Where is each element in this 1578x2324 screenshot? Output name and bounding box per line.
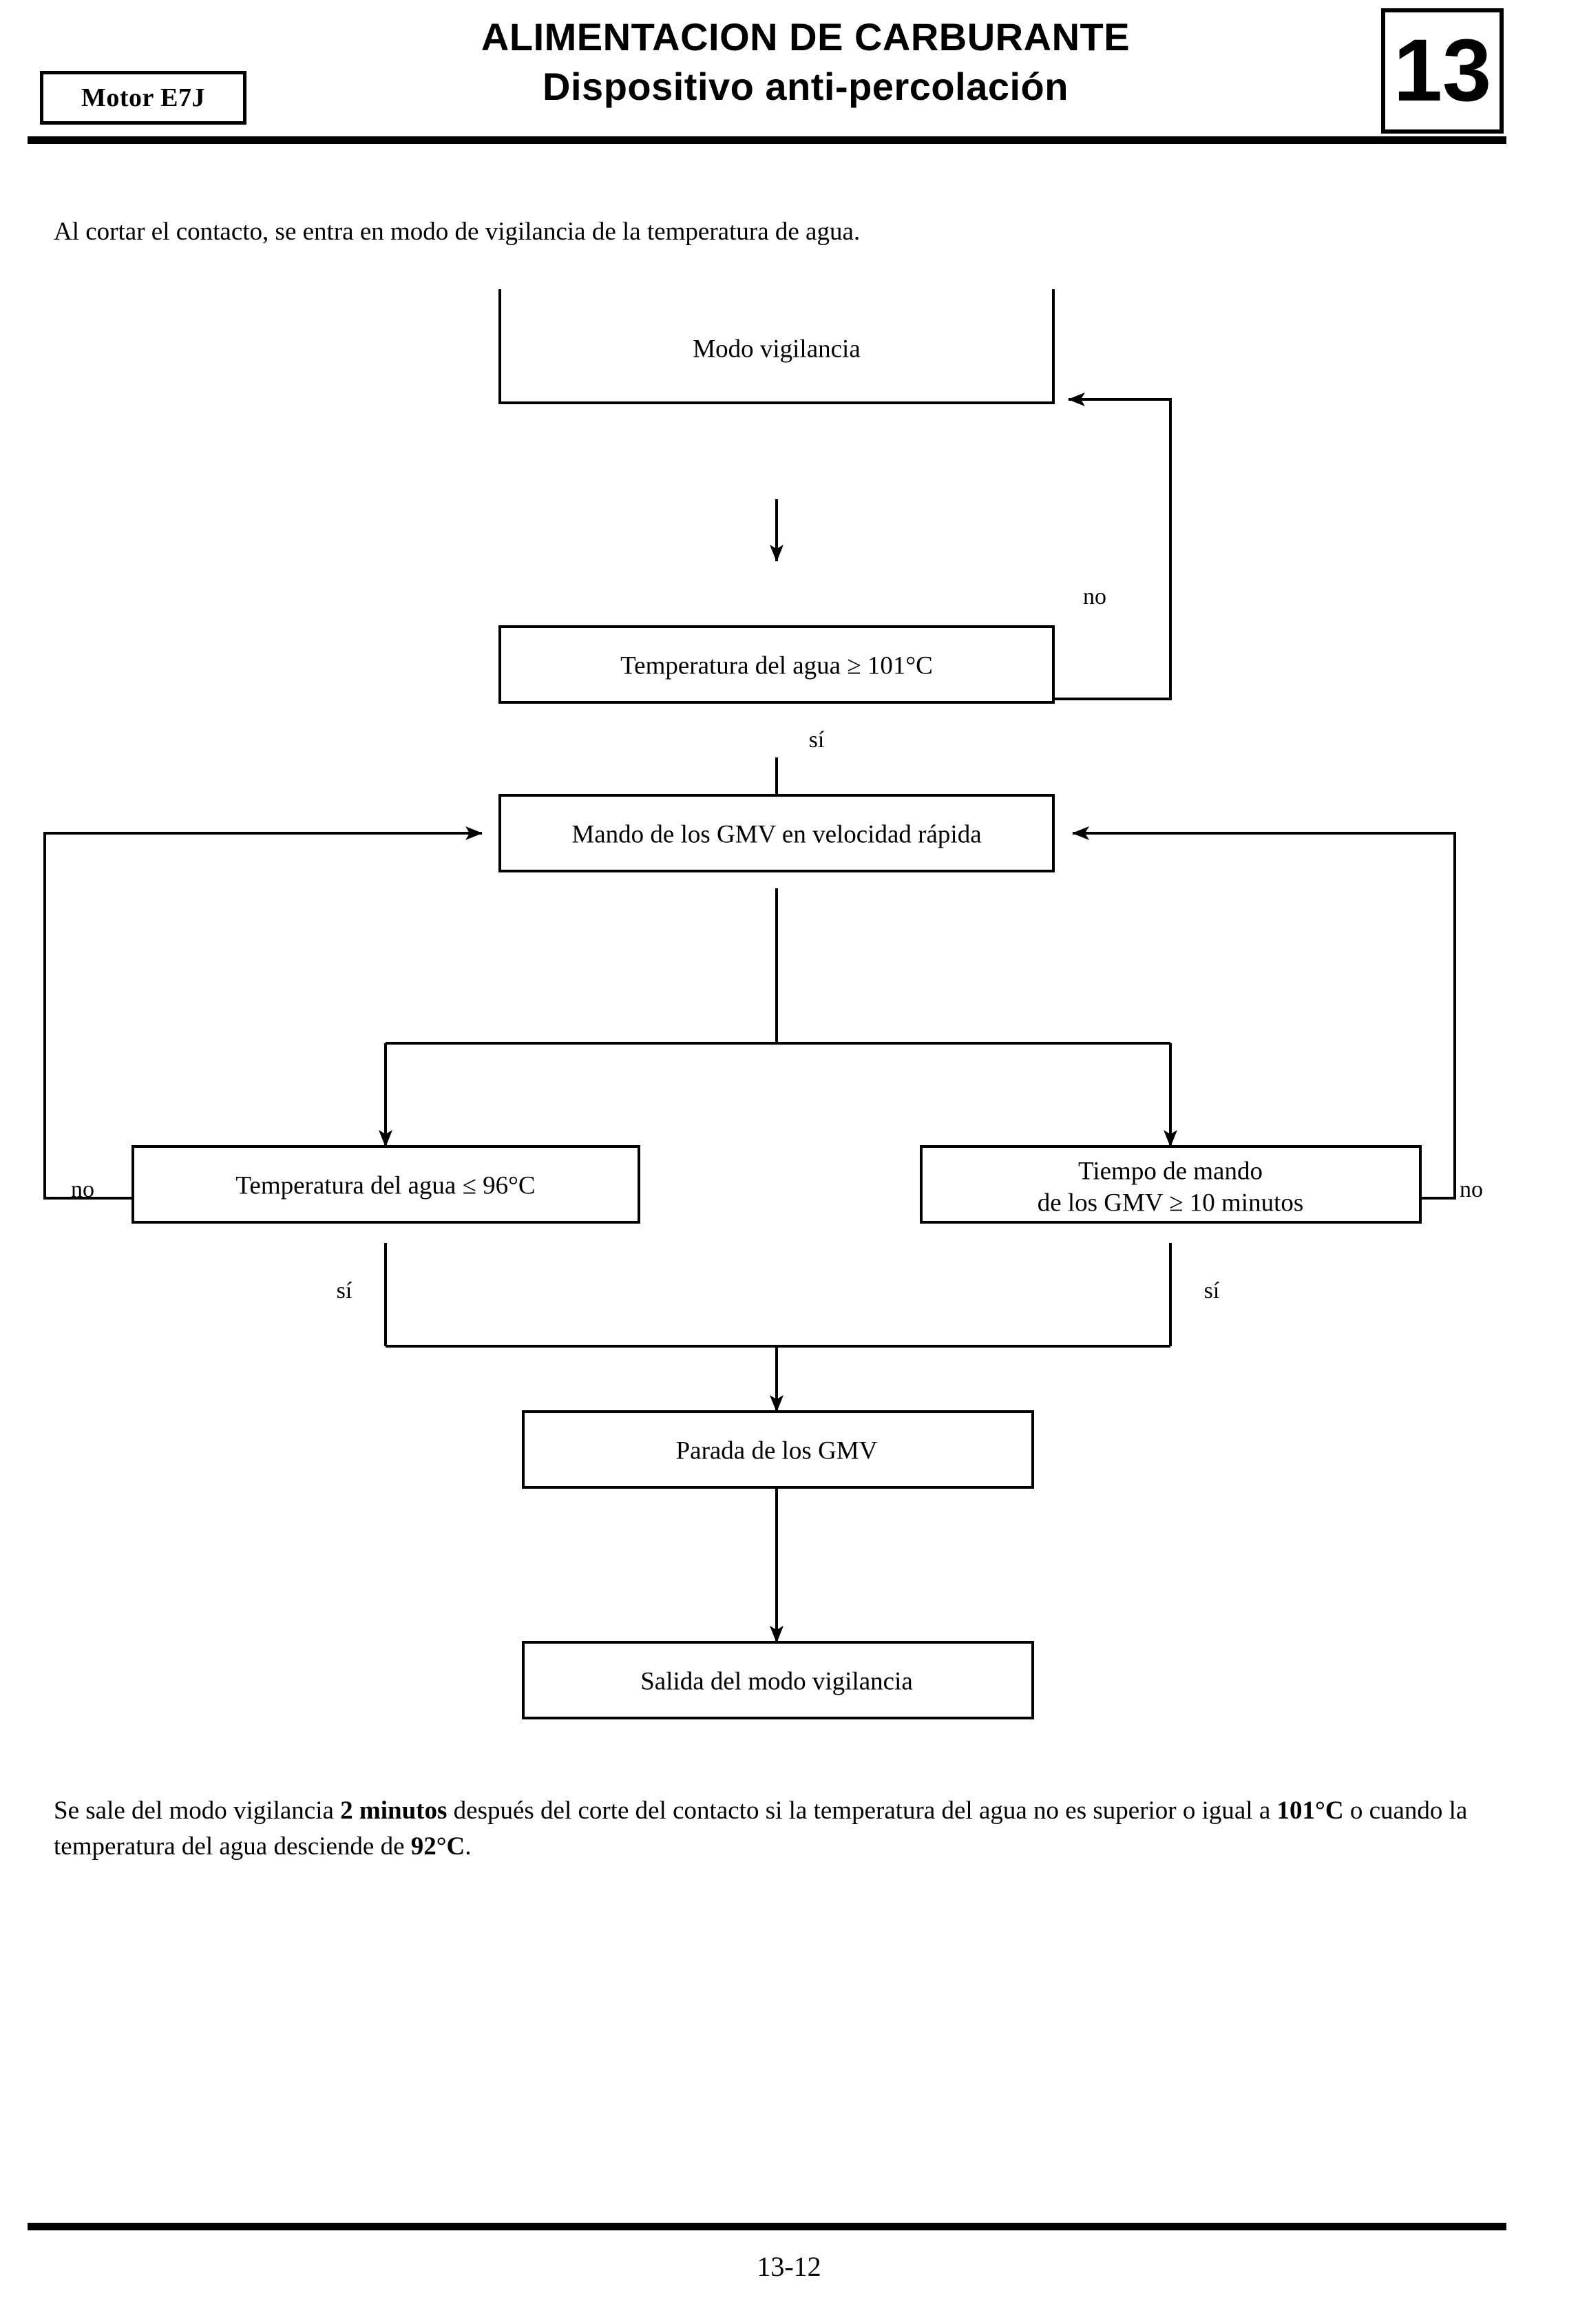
node-watch-mode: Modo vigilancia [498, 281, 1055, 404]
node-watch-exit-label: Salida del modo vigilancia [640, 1667, 913, 1695]
edge-label-temp-low-yes: sí [337, 1278, 353, 1304]
edge-time-no-loop [1072, 826, 1456, 1200]
note-bold-duration: 2 minutos [340, 1797, 448, 1825]
edge-label-time-no: no [1460, 1177, 1483, 1202]
note-part-1: Se sale del modo vigilancia [54, 1797, 341, 1825]
engine-type-badge: Motor E7J [40, 71, 246, 125]
node-gmv-fast: Mando de los GMV en velocidad rápida [498, 794, 1055, 872]
edge-temp-low-no-loop [43, 826, 483, 1200]
page-title: ALIMENTACION DE CARBURANTE Dispositivo a… [262, 12, 1349, 112]
title-line-secondary: Dispositivo anti-percolación [543, 65, 1069, 108]
flowchart-svg: Modo vigilancia Temperatura del agua ≥ 1… [43, 281, 1483, 1719]
chapter-number-badge: 13 [1381, 8, 1504, 134]
note-bold-temp-high: 101°C [1276, 1797, 1344, 1825]
edge-label-time-yes: sí [1204, 1278, 1220, 1304]
edge-temp-no-loop [1053, 392, 1172, 700]
node-time-check-label-line1: Tiempo de mando [1078, 1157, 1263, 1185]
node-gmv-fast-label: Mando de los GMV en velocidad rápida [571, 820, 981, 848]
node-temp-low-check-label: Temperatura del agua ≤ 96°C [235, 1171, 535, 1200]
node-temp-check-label: Temperatura del agua ≥ 101°C [620, 651, 933, 680]
anti-percolation-flowchart: Modo vigilancia Temperatura del agua ≥ 1… [0, 281, 1578, 1742]
footer-page-number: 13-12 [757, 2251, 821, 2282]
node-watch-exit: Salida del modo vigilancia [522, 1641, 1034, 1719]
node-temp-check: Temperatura del agua ≥ 101°C [498, 625, 1055, 704]
engine-type-label: Motor E7J [81, 83, 206, 112]
edge-label-temp-low-no: no [71, 1177, 94, 1202]
edge-label-temp-yes: sí [809, 727, 825, 753]
node-time-check: Tiempo de mando de los GMV ≥ 10 minutos [920, 1145, 1422, 1224]
note-paragraph: Se sale del modo vigilancia 2 minutos de… [54, 1793, 1472, 1865]
note-part-2: después del corte del contacto si la tem… [447, 1797, 1277, 1825]
node-time-check-label-line2: de los GMV ≥ 10 minutos [1038, 1189, 1304, 1217]
note-part-3: o cuando la temperatura del agua descien… [54, 1797, 1468, 1861]
node-temp-low-check: Temperatura del agua ≤ 96°C [132, 1145, 640, 1224]
chapter-number-label: 13 [1393, 21, 1492, 120]
title-line-primary: ALIMENTACION DE CARBURANTE [481, 15, 1130, 59]
node-watch-mode-label: Modo vigilancia [693, 335, 861, 363]
page-header: Motor E7J ALIMENTACION DE CARBURANTE Dis… [0, 0, 1578, 148]
edge-label-temp-no: no [1083, 584, 1106, 609]
node-gmv-stop: Parada de los GMV [522, 1410, 1034, 1489]
note-part-4: . [465, 1832, 472, 1861]
header-divider-rule [28, 136, 1506, 144]
note-bold-temp-low: 92°C [410, 1832, 465, 1861]
intro-paragraph: Al cortar el contacto, se entra en modo … [54, 218, 861, 246]
node-gmv-stop-label: Parada de los GMV [676, 1436, 878, 1465]
footer-divider-rule [28, 2223, 1506, 2230]
